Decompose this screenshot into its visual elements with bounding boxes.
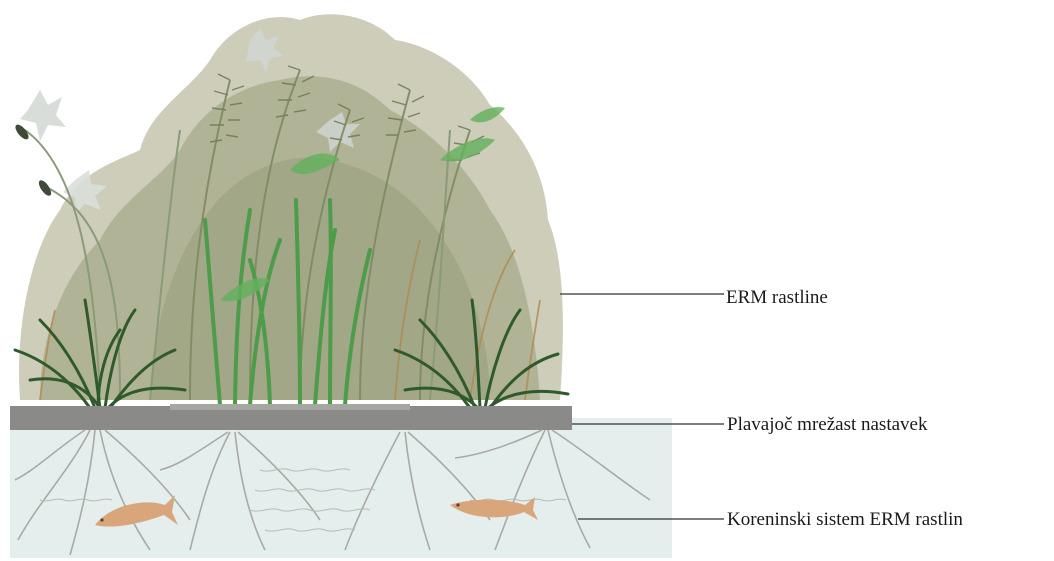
label-erm-plants: ERM rastline [726,287,828,309]
label-root-system: Koreninski sistem ERM rastlin [727,509,963,531]
seed-heads [13,123,53,198]
label-floating-mat: Plavajoč mrežast nastavek [727,414,927,436]
water-body [10,418,672,558]
floating-mat-top [170,404,410,410]
